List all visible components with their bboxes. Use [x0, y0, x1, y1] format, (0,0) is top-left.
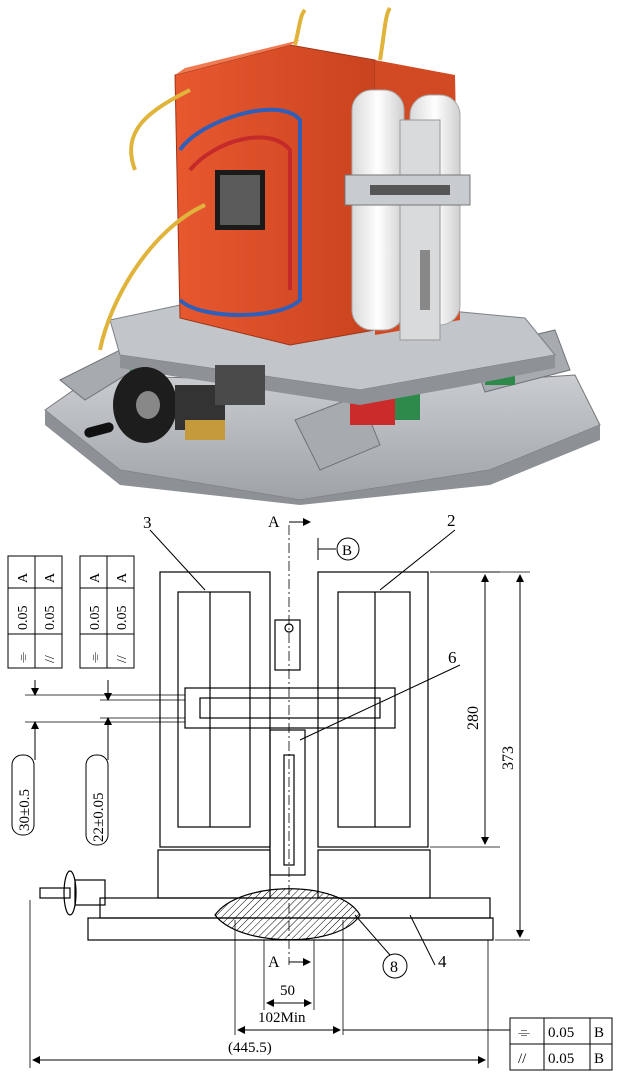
datum-b: B: [317, 537, 360, 561]
dim-280: 280: [430, 571, 500, 848]
svg-text:0.05: 0.05: [548, 1051, 574, 1067]
section-a-bottom: A: [268, 954, 311, 971]
svg-text:⌯: ⌯: [518, 1025, 530, 1041]
svg-text:30±0.5: 30±0.5: [17, 789, 33, 831]
part-label-8: 8: [354, 914, 408, 979]
svg-text:A: A: [88, 572, 103, 583]
svg-text:22±0.05: 22±0.05: [91, 793, 107, 842]
svg-text://: //: [518, 1051, 527, 1067]
svg-text:(445.5): (445.5): [228, 1040, 272, 1056]
svg-text:0.05: 0.05: [115, 606, 130, 631]
dim-50: 50: [263, 940, 315, 1010]
part-label-3: 3: [143, 513, 206, 591]
dim-22: 22±0.05: [85, 680, 185, 846]
section-hatch: [214, 888, 361, 941]
dim-373: 373: [430, 571, 530, 941]
svg-text:⌯: ⌯: [88, 652, 103, 663]
svg-text:B: B: [594, 1025, 604, 1041]
svg-text:A: A: [115, 572, 130, 583]
svg-text:50: 50: [280, 983, 295, 999]
svg-text:373: 373: [500, 746, 517, 770]
part-label-6: 6: [299, 648, 461, 741]
svg-text:B: B: [342, 543, 352, 559]
svg-text://: //: [43, 655, 58, 663]
svg-text:102Min: 102Min: [258, 1010, 306, 1026]
tolerance-frame-left: A 0.05 ⌯ A 0.05 //: [7, 555, 63, 669]
svg-text://: //: [115, 655, 130, 663]
tolerance-frame-bottom: ⌯ 0.05 B // 0.05 B: [509, 1017, 613, 1071]
part-label-2: 2: [379, 511, 456, 591]
svg-text:A: A: [268, 514, 280, 531]
engineering-drawing: A A B 3 2 6 4 8 280: [7, 511, 613, 1071]
svg-text:3: 3: [143, 513, 152, 532]
section-a-top: A: [268, 514, 311, 531]
tolerance-frame-mid: A 0.05 ⌯ A 0.05 //: [79, 555, 135, 669]
svg-text:0.05: 0.05: [88, 606, 103, 631]
svg-text:0.05: 0.05: [43, 606, 58, 631]
dim-102: 102Min: [234, 920, 510, 1035]
svg-text:6: 6: [448, 648, 457, 667]
device-photo: [44, 6, 601, 505]
svg-text:⌯: ⌯: [16, 652, 31, 663]
dim-445: (445.5): [29, 900, 489, 1068]
svg-text:A: A: [268, 954, 280, 971]
svg-text:280: 280: [465, 706, 482, 730]
svg-text:8: 8: [390, 959, 398, 976]
svg-text:B: B: [594, 1051, 604, 1067]
sample-holder: [344, 89, 471, 341]
part-label-4: 4: [409, 914, 447, 971]
svg-text:0.05: 0.05: [16, 606, 31, 631]
svg-text:A: A: [16, 572, 31, 583]
svg-text:0.05: 0.05: [548, 1025, 574, 1041]
svg-text:2: 2: [447, 511, 456, 530]
svg-text:4: 4: [438, 952, 447, 971]
hand-wheel: [84, 365, 265, 443]
svg-text:A: A: [43, 572, 58, 583]
